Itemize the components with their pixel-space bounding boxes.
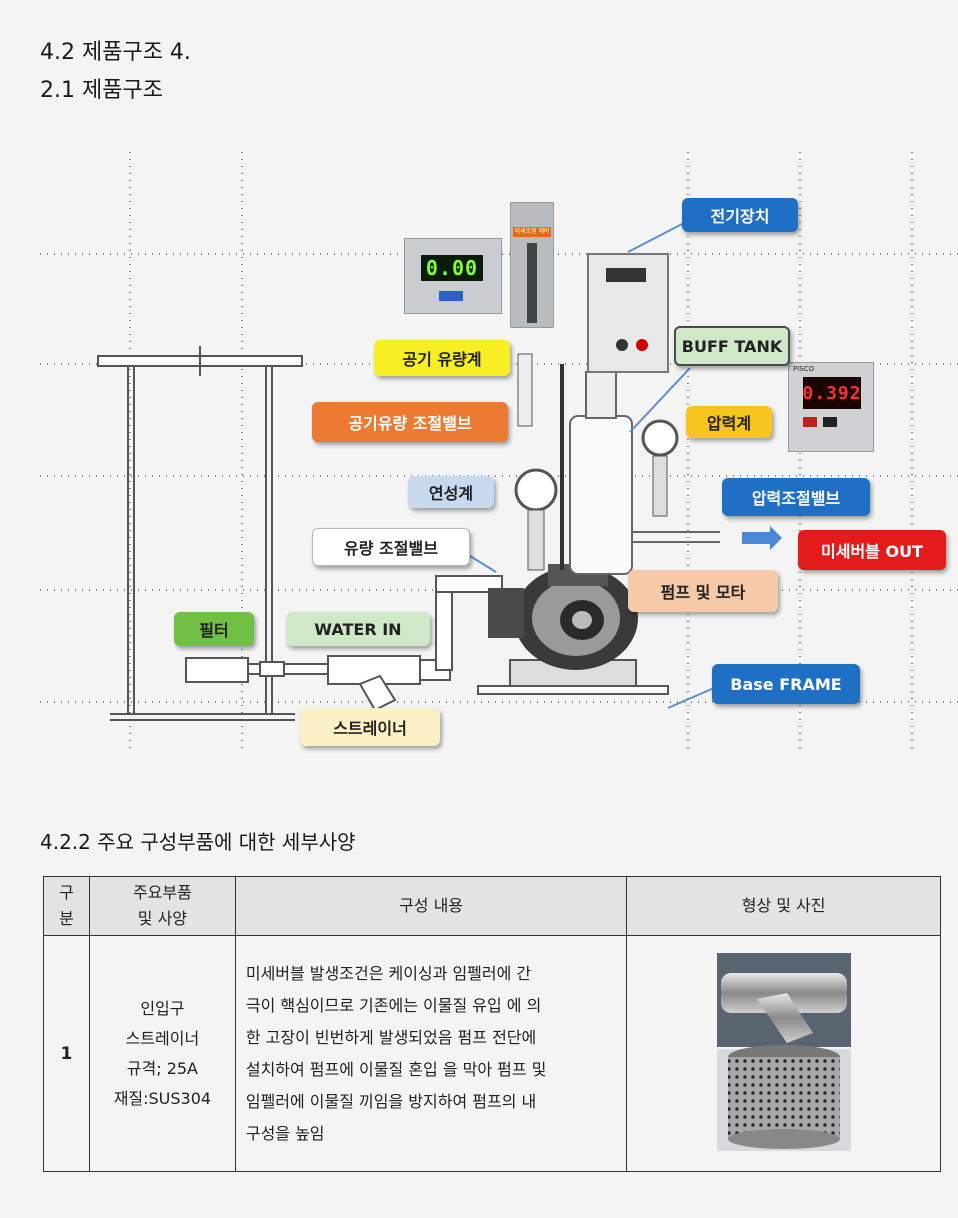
spec-table: 구 분 주요부품 및 사양 구성 내용 형상 및 사진 1 인입구 스트레이너 … [43,876,941,1172]
pressure-brand: PISCO [793,365,815,373]
flowmeter-button [439,291,463,301]
pressure-gauge-drawing [641,419,679,457]
label-air-flow-valve: 공기유량 조절밸브 [312,402,508,442]
fine-lever-photo: 미세조정 레버 [510,202,554,328]
part-description: 미세버블 발생조건은 케이싱과 임펠러에 간 극이 핵심이므로 기존에는 이물질… [234,935,628,1172]
pump-assembly [477,564,669,695]
row-number: 1 [43,935,90,1172]
diagram-drawing [40,152,958,750]
gauge-stem [652,455,668,517]
compound-gauge-drawing [514,468,558,512]
label-pressure-gauge: 압력계 [686,406,772,438]
out-arrow [742,526,782,550]
header-content: 구성 내용 [234,876,628,936]
label-strainer: 스트레이너 [300,708,440,746]
table-row: 1 인입구 스트레이너 규격; 25A 재질:SUS304 미세버블 발생조건은… [43,935,941,1172]
label-pump-motor: 펌프 및 모타 [628,570,778,612]
inlet-piping [185,575,503,712]
label-compound-gauge: 연성계 [408,476,494,508]
product-structure-diagram: 0.00 미세조정 레버 PISCO 0.392 전기장치 BUFF TANK … [0,140,958,760]
spec-section-heading: 4.2.2 주요 구성부품에 대한 세부사양 [40,830,356,854]
fine-lever-photo-label: 미세조정 레버 [513,227,551,237]
table-header-row: 구 분 주요부품 및 사양 구성 내용 형상 및 사진 [43,876,941,936]
label-pressure-valve: 압력조절밸브 [722,478,870,516]
header-part: 주요부품 및 사양 [88,876,236,936]
label-base-frame: Base FRAME [712,664,860,704]
compound-gauge-stem [527,509,545,571]
label-micro-bubble-out: 미세버블 OUT [798,530,946,570]
flow-display: 0.00 [421,255,483,281]
subsection-heading: 2.1 제품구조 [40,78,163,103]
part-spec: 인입구 스트레이너 규격; 25A 재질:SUS304 [88,935,236,1172]
part-photo-cell [626,935,941,1172]
pressure-display: 0.392 [802,377,861,409]
header-photo: 형상 및 사진 [626,876,941,936]
label-buff-tank: BUFF TANK [674,326,790,366]
buff-tank-drawing [569,371,720,575]
label-filter: 필터 [174,612,254,646]
section-heading: 4.2 제품구조 4. [40,40,191,65]
pressure-sensor-photo: PISCO 0.392 [788,362,874,452]
air-flowmeter-drawing [517,353,533,427]
stand-frame [97,346,303,721]
flowmeter-photo: 0.00 [404,238,502,314]
label-air-flowmeter: 공기 유량계 [374,340,510,376]
pointer-arrows [469,221,715,709]
label-flow-valve: 유량 조절밸브 [312,528,470,566]
strainer-photo [716,952,851,1151]
label-electrical: 전기장치 [682,198,798,232]
label-water-in: WATER IN [286,612,430,646]
header-no: 구 분 [43,876,90,936]
